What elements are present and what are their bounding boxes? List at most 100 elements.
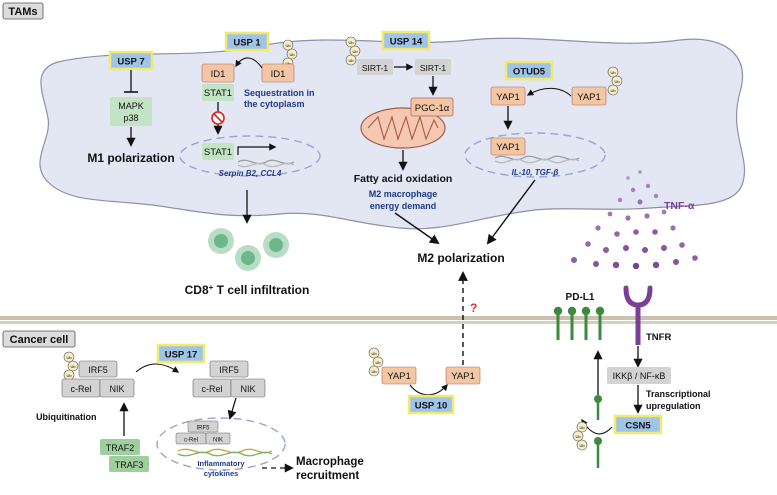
- usp7-module: USP 7 MAPK p38 M1 polarization: [87, 50, 175, 165]
- svg-text:SIRT-1: SIRT-1: [362, 63, 389, 73]
- ub-chain: Ub Ub Ub: [345, 36, 361, 66]
- svg-text:Ub: Ub: [579, 425, 585, 430]
- usp10-module: Ub Ub Ub YAP1 YAP1 USP 10 ?: [368, 271, 481, 415]
- dna-usp17: [177, 448, 273, 454]
- otud5-box: [504, 60, 554, 81]
- stat1-box-nucleus: [202, 143, 234, 160]
- usp7-box: [108, 50, 154, 71]
- usp14-label: USP 14: [390, 37, 423, 48]
- p38-label: p38: [123, 113, 138, 123]
- otud5-nucleus: [464, 132, 606, 178]
- svg-text:NIK: NIK: [109, 384, 124, 394]
- svg-text:YAP1: YAP1: [496, 142, 520, 153]
- m2-energy-demand-1: M2 macrophage: [369, 189, 438, 199]
- svg-text:YAP1: YAP1: [496, 92, 520, 103]
- svg-text:YAP1: YAP1: [577, 92, 601, 103]
- sirt1-box: [415, 59, 451, 75]
- yap1-box-nucleus: [490, 137, 526, 156]
- svg-text:TRAF3: TRAF3: [115, 460, 144, 470]
- svg-text:STAT1: STAT1: [204, 147, 232, 158]
- svg-text:Ub: Ub: [70, 364, 76, 369]
- svg-text:Ub: Ub: [285, 43, 291, 48]
- usp1-nucleus: [179, 135, 321, 177]
- mapk-p38-box: [110, 97, 152, 126]
- svg-text:Ub: Ub: [614, 79, 620, 84]
- tnfr-label: TNFR: [646, 332, 671, 343]
- cytokines-label-1: Inflammatory: [197, 459, 245, 468]
- sequestration-text-1: Sequestration in: [244, 88, 315, 98]
- m2-energy-demand-2: energy demand: [370, 201, 437, 211]
- pgc1a-box: [410, 97, 454, 117]
- transcriptional-label-2: upregulation: [646, 401, 701, 411]
- yap1-ub-box: [381, 366, 417, 385]
- traf3-box: [109, 456, 149, 472]
- tnfr-receptor: TNFR: [623, 285, 671, 368]
- dna-otud5: [494, 155, 580, 161]
- ub-chain: Ub Ub Ub: [368, 347, 384, 377]
- svg-text:YAP1: YAP1: [451, 371, 475, 382]
- usp17-module: Ub Ub Ub IRF5 c-Rel NIK USP 17 IRF5 c-Re…: [36, 343, 364, 482]
- cd8-t-cells: [208, 228, 289, 271]
- usp1-module: USP 1 Ub Ub Ub ID1 ID1 STAT1 Sequestrati…: [179, 31, 321, 298]
- svg-text:Ub: Ub: [289, 52, 295, 57]
- cell-membrane: [0, 316, 777, 324]
- ikk-nfkb-label: IKKβ / NF-κB: [613, 371, 666, 381]
- transcriptional-label-1: Transcriptional: [646, 389, 711, 399]
- m2-polarization-label: M2 polarization: [417, 251, 504, 265]
- usp14-module: USP 14 Ub Ub Ub SIRT-1 SIRT-1 PGC-1α Fat…: [345, 30, 454, 245]
- svg-text:ID1: ID1: [271, 69, 286, 80]
- yap1-box-left: [490, 86, 526, 106]
- ub-chain: Ub Ub Ub: [607, 66, 623, 96]
- pd-l1-cluster: PD-L1: [553, 292, 605, 340]
- id1-box-right: [261, 63, 295, 83]
- macrophage-recruitment-2: recruitment: [296, 470, 359, 482]
- svg-text:IRF5: IRF5: [88, 365, 108, 375]
- svg-text:PGC-1α: PGC-1α: [415, 103, 450, 114]
- svg-text:Ub: Ub: [575, 434, 581, 439]
- mitochondrion-icon: [360, 107, 446, 149]
- svg-text:TRAF2: TRAF2: [106, 443, 135, 453]
- cytokines-label-2: cytokines: [204, 469, 239, 478]
- sequestration-text-2: the cytoplasm: [244, 99, 305, 109]
- ikk-nfkb-box: [607, 367, 671, 384]
- cd8-t-cell-infiltration-label: CD8+ T cell infiltration: [185, 283, 310, 298]
- usp17-label: USP 17: [165, 350, 198, 361]
- svg-text:IRF5: IRF5: [219, 365, 239, 375]
- sirt1-box-ub: [357, 59, 393, 75]
- m1-polarization-label: M1 polarization: [87, 151, 174, 165]
- svg-text:Ub: Ub: [371, 369, 377, 374]
- ub-chain: Ub Ub Ub: [572, 421, 588, 451]
- yap1-box: [445, 366, 481, 385]
- ubiquitination-label: Ubiquitination: [36, 412, 97, 422]
- otud5-label: OTUD5: [513, 67, 546, 78]
- svg-text:c-Rel: c-Rel: [184, 438, 198, 444]
- svg-text:Ub: Ub: [66, 373, 72, 378]
- csn5-label: CSN5: [625, 421, 651, 432]
- svg-text:Ub: Ub: [610, 88, 616, 93]
- svg-text:Ub: Ub: [579, 443, 585, 448]
- svg-text:Ub: Ub: [348, 58, 354, 63]
- usp17-box: [156, 343, 206, 364]
- usp7-label: USP 7: [117, 57, 144, 68]
- svg-text:Ub: Ub: [66, 355, 72, 360]
- usp14-box: [381, 30, 431, 51]
- svg-text:STAT1: STAT1: [204, 88, 232, 99]
- svg-text:SIRT-1: SIRT-1: [420, 63, 447, 73]
- cancer-section-header: Cancer cell: [2, 330, 76, 348]
- mapk-label: MAPK: [118, 101, 144, 111]
- block-icon: [211, 111, 225, 125]
- cancer-cell-label: Cancer cell: [10, 334, 69, 346]
- tams-section-header: TAMs: [2, 2, 44, 20]
- svg-text:Ub: Ub: [610, 70, 616, 75]
- question-mark: ?: [470, 301, 477, 315]
- svg-text:Ub: Ub: [348, 40, 354, 45]
- svg-text:c-Rel: c-Rel: [201, 384, 222, 394]
- traf2-box: [100, 439, 140, 455]
- svg-text:IRF5: IRF5: [196, 426, 210, 432]
- svg-text:c-Rel: c-Rel: [70, 384, 91, 394]
- tnf-alpha-particles: [571, 170, 698, 270]
- usp1-label: USP 1: [233, 38, 261, 49]
- id1-box-left: [201, 63, 235, 83]
- otud5-module: OTUD5 Ub Ub Ub YAP1 YAP1 YAP1 IL-10, TGF…: [464, 60, 623, 245]
